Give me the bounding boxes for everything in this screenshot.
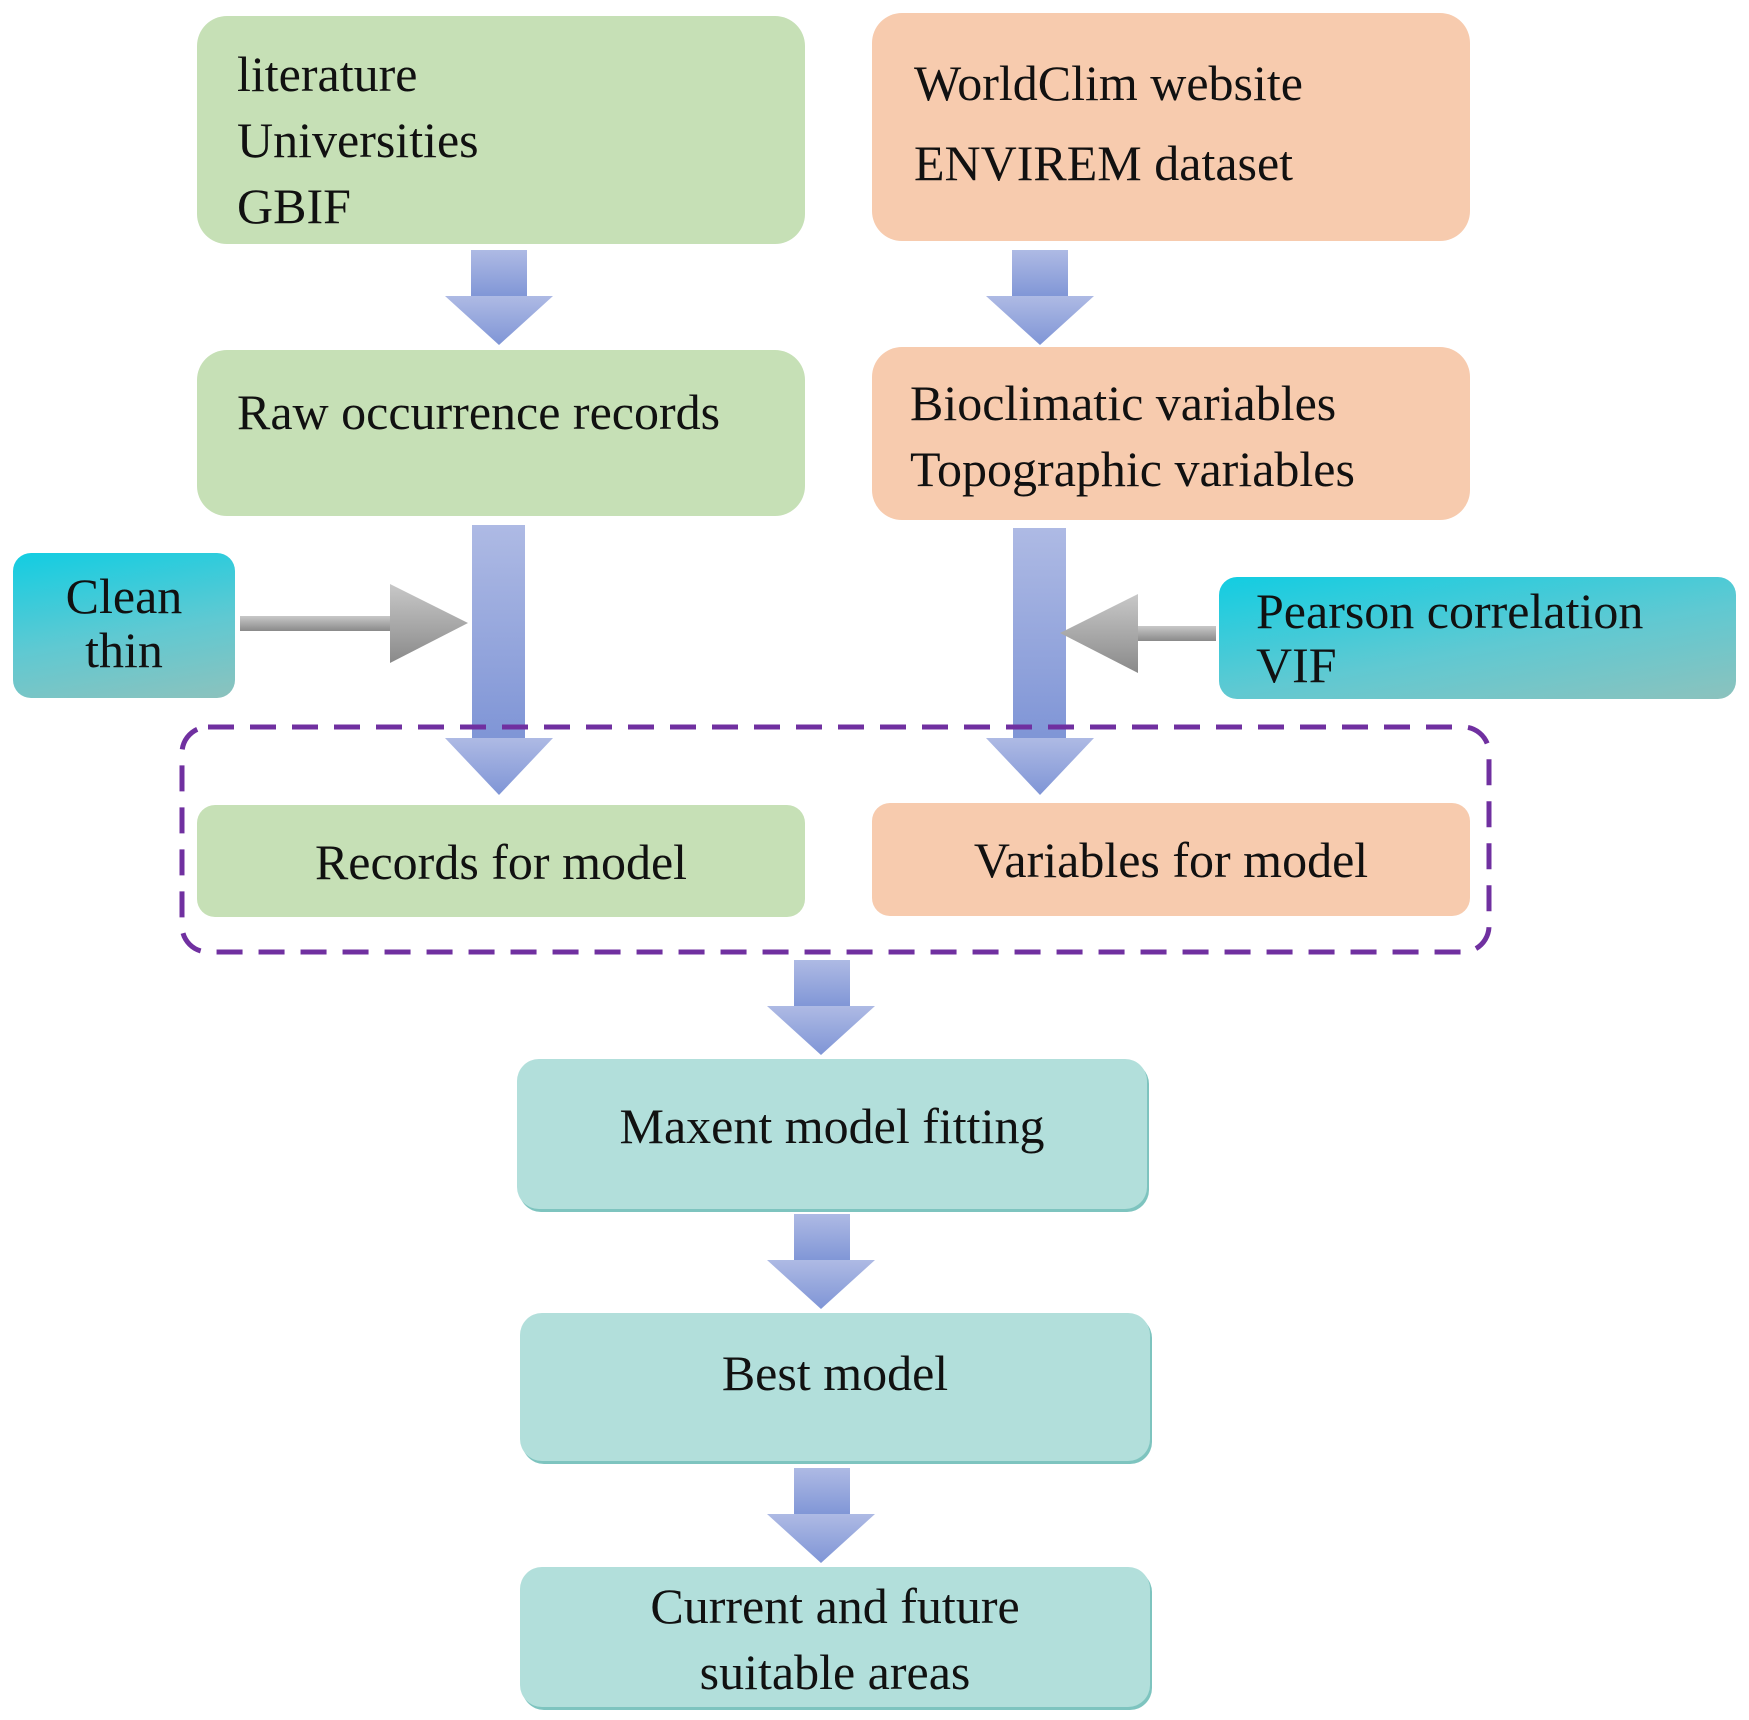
best-model-box: Best model — [520, 1313, 1150, 1461]
source-worldclim: WorldClim website — [914, 55, 1303, 111]
clean-thin-box: Clean thin — [13, 553, 235, 698]
records-for-model-label: Records for model — [314, 834, 688, 890]
arrow-group-to-maxent — [767, 960, 875, 1055]
occurrence-sources-box: literature Universities GBIF — [197, 16, 805, 244]
source-envirem: ENVIREM dataset — [914, 135, 1294, 191]
best-model-label: Best model — [721, 1345, 949, 1401]
variables-for-model-box: Variables for model — [872, 803, 1470, 916]
arrow-variables-to-model-variables — [986, 528, 1094, 795]
thin-label: thin — [85, 622, 163, 678]
maxent-fitting-box: Maxent model fitting — [517, 1059, 1147, 1209]
maxent-fitting-label: Maxent model fitting — [619, 1098, 1045, 1154]
source-universities: Universities — [237, 112, 479, 168]
variable-selection-box: Pearson correlation VIF — [1219, 577, 1736, 699]
arrow-maxent-to-best — [767, 1214, 875, 1309]
arrow-clean-into-flow — [240, 584, 468, 663]
suitable-areas-line-2: suitable areas — [699, 1644, 971, 1700]
variables-for-model-label: Variables for model — [973, 832, 1369, 888]
suitable-areas-line-1: Current and future — [650, 1578, 1020, 1634]
environment-sources-box: WorldClim website ENVIREM dataset — [872, 13, 1470, 241]
suitable-areas-box: Current and future suitable areas — [520, 1567, 1150, 1707]
arrow-sources-to-raw — [445, 250, 553, 345]
vif-label: VIF — [1256, 637, 1337, 693]
env-variables-box: Bioclimatic variables Topographic variab… — [872, 347, 1470, 520]
bioclimatic-variables-label: Bioclimatic variables — [910, 375, 1337, 431]
raw-records-box: Raw occurrence records — [197, 350, 805, 516]
raw-records-label: Raw occurrence records — [237, 384, 721, 440]
arrow-best-to-areas — [767, 1468, 875, 1563]
arrow-selection-into-flow — [1060, 594, 1216, 673]
arrow-raw-to-records — [445, 525, 553, 795]
arrow-sources-to-variables — [986, 250, 1094, 345]
pearson-correlation-label: Pearson correlation — [1256, 583, 1644, 639]
source-gbif: GBIF — [237, 178, 351, 234]
records-for-model-box: Records for model — [197, 805, 805, 917]
topographic-variables-label: Topographic variables — [910, 441, 1355, 497]
source-literature: literature — [237, 46, 418, 102]
clean-label: Clean — [65, 568, 183, 624]
